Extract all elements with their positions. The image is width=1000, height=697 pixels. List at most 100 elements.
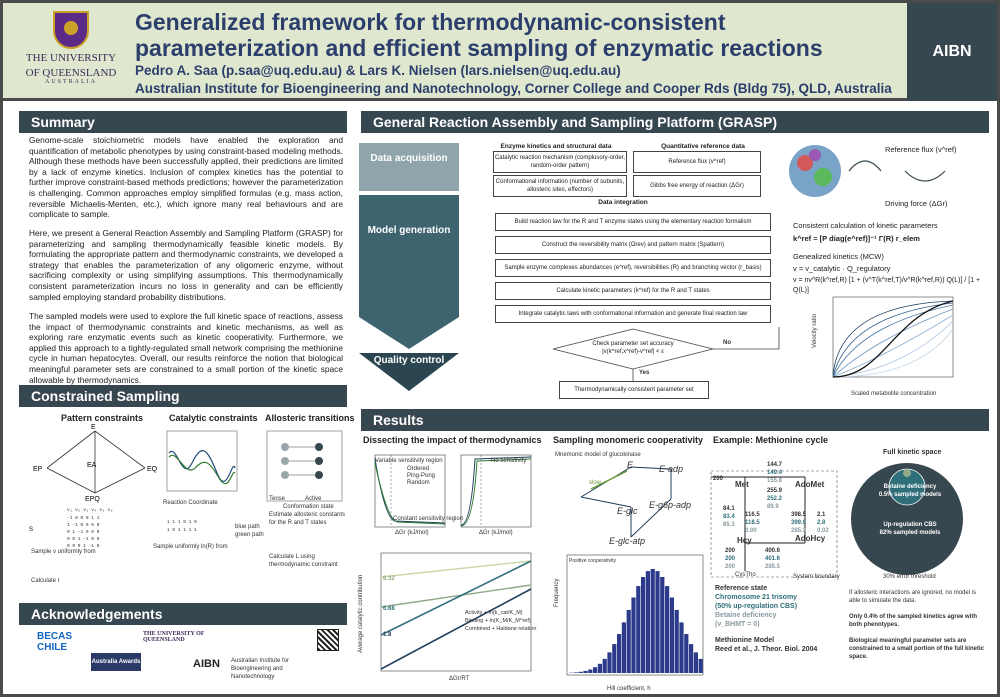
histogram-bar (573, 672, 578, 673)
full-space-label: Full kinetic space (883, 449, 942, 456)
constrained-heading: Constrained Sampling (19, 385, 347, 407)
aibn-ack-logo: AIBN (193, 658, 220, 670)
kinetic-space-circles (851, 463, 963, 575)
histogram-bar (684, 634, 689, 673)
poster-header: THE UNIVERSITY OF QUEENSLAND AUSTRALIA G… (3, 3, 997, 101)
d-val-1: 2.1 (817, 512, 826, 518)
mid-val-2: 252.2 (767, 496, 783, 502)
active-label: Active (305, 496, 322, 502)
note-allosteric: If allosteric interactions are ignored, … (849, 590, 977, 604)
final-param-set: Thermodynamically consistent parameter s… (559, 381, 709, 399)
no-sensitivity: No sensitivity (491, 458, 527, 464)
protein-illustration (789, 145, 946, 197)
uq-sub: AUSTRALIA (45, 79, 97, 85)
catalytic-title: Catalytic constraints (169, 413, 258, 423)
x-dg-1: ΔGr (kJ/mol) (395, 530, 429, 536)
summary-p3: The sampled models were used to explore … (29, 311, 343, 385)
note-calc-r: Calculate r (31, 578, 60, 584)
check-diamond (552, 327, 780, 381)
line-activity: Activity + ln(k_cat/K_M) (465, 610, 523, 616)
consistent-title: Consistent calculation of kinetic parame… (793, 221, 938, 230)
legend-random: Random (407, 480, 430, 486)
histogram-bar (660, 577, 665, 673)
c-val-1: 398.5 (791, 512, 807, 518)
grasp-funnel (359, 143, 459, 391)
svg-text:E: E (91, 424, 96, 431)
hcy-val-3: 200 (725, 564, 736, 570)
adohcy-label: AdoHcy (795, 534, 826, 543)
tick-1-8: 1.8 (383, 632, 392, 638)
histogram-bar (645, 571, 650, 673)
positive-coop: Positive cooperativity (569, 558, 616, 564)
box-conformational: Conformational information (number of su… (493, 175, 627, 197)
legend-ordered: Ordered (407, 466, 430, 472)
histogram-bar (631, 597, 636, 673)
d-val-2: 2.8 (817, 520, 826, 526)
ref-flux-label: Reference flux (v^ref) (885, 145, 957, 154)
summary-p1: Genome-scale stoichiometric models have … (29, 135, 343, 220)
svg-text:EA: EA (87, 462, 97, 469)
stage-quality-control: Quality control (373, 355, 445, 366)
summary-heading: Summary (19, 111, 347, 133)
state-e-adp: E-adp (659, 464, 684, 474)
x-dgrt: ΔGr/RT (449, 676, 470, 682)
histogram-bar (698, 658, 703, 673)
uq-name-line1: THE UNIVERSITY (25, 52, 117, 64)
pattern-diagram: E EP EQ EA EPQ v₁ v₂ v₃ v₄ v₅ v₆ -1 0 0 … (29, 424, 158, 549)
b-val-3: 0.00 (745, 528, 757, 534)
d-val-3: 0.02 (817, 528, 829, 534)
left-val-2: 83.4 (723, 514, 735, 520)
model-title: Methionine Model (715, 637, 775, 644)
coop-title: Sampling monomeric cooperativity (553, 435, 704, 445)
uq-ack-logo: THE UNIVERSITY OF QUEENSLAND (143, 631, 205, 643)
svg-text:0 1 -1 0 0 0: 0 1 -1 0 0 0 (67, 529, 100, 535)
svg-text:0 0 0 1 -1 0: 0 0 0 1 -1 0 (67, 543, 100, 549)
histogram-bar (674, 609, 679, 673)
constrained-figures: E EP EQ EA EPQ v₁ v₂ v₃ v₄ v₅ v₆ -1 0 0 … (29, 424, 343, 549)
note-biological: Biological meaningful parameter sets are… (849, 638, 985, 660)
cbs-pct: 82% sampled models (879, 530, 941, 536)
allosteric-diagram (266, 430, 343, 502)
note-calc-L: Calculate L using thermodynamic constrai… (269, 554, 338, 568)
histogram-bar (636, 586, 641, 673)
aibn-tag: AIBN (907, 3, 997, 101)
qr-code-icon (317, 629, 339, 651)
system-boundary: System boundary (793, 574, 840, 580)
slow-label: slow (589, 480, 602, 486)
yes-label: Yes (639, 370, 650, 376)
step-build-law: Build reaction law for the R and T enzym… (495, 213, 771, 231)
mcw-eq1: v = v_catalytic · Q_regulatory (793, 264, 891, 273)
hcy-val-1: 200 (725, 548, 736, 554)
becas-logo: BECAS CHILE (37, 631, 73, 653)
box-ref-flux: Reference flux (v^ref) (633, 151, 761, 173)
mcw-eq2: v = nv^R(k^ref,R) [1 + (v^T(k^ref,T)/v^R… (793, 277, 981, 294)
ack-heading: Acknowledgements (19, 603, 347, 625)
authors: Pedro A. Saa (p.saa@uq.edu.au) & Lars K.… (135, 63, 621, 78)
e-val-1: 400.6 (765, 548, 781, 554)
variable-region: Variable sensitivity region (375, 458, 443, 464)
hcy-val-2: 200 (725, 556, 736, 562)
x-dg-2: ΔGr (kJ/mol) (479, 530, 513, 536)
met-val-1: 144.7 (767, 462, 783, 468)
thermo-title: Dissecting the impact of thermodynamics (363, 435, 542, 445)
left-val-3: 85.3 (723, 522, 735, 528)
note-allosteric-constants: Estimate allosteric constants for the R … (269, 512, 346, 526)
histogram-bar (655, 571, 660, 673)
upreg: (50% up-regulation CBS) (715, 603, 798, 610)
histogram-bar (665, 586, 670, 673)
meth-title: Example: Methionine cycle (713, 435, 829, 445)
mid-val-3: 89.9 (767, 504, 779, 510)
met-label: Met (735, 480, 749, 489)
svg-text:S: S (29, 527, 33, 533)
box-catalytic-mechanism: Catalytic reaction mechanism (complusory… (493, 151, 627, 173)
state-e-glc: E-glc (617, 506, 638, 516)
histogram-bar (693, 652, 698, 673)
mcw-title: Genealized kinetics (MCW) (793, 252, 884, 261)
histogram-bar (612, 644, 617, 673)
histogram-bar (689, 644, 694, 673)
trisomy: Chromosome 21 trisomy (715, 594, 798, 601)
scaled-metab-label: Scaled metabolite concentration (851, 391, 937, 397)
col2-title: Quantitative reference data (661, 143, 745, 150)
col1-title: Enzyme kinetics and structural data (500, 143, 612, 150)
